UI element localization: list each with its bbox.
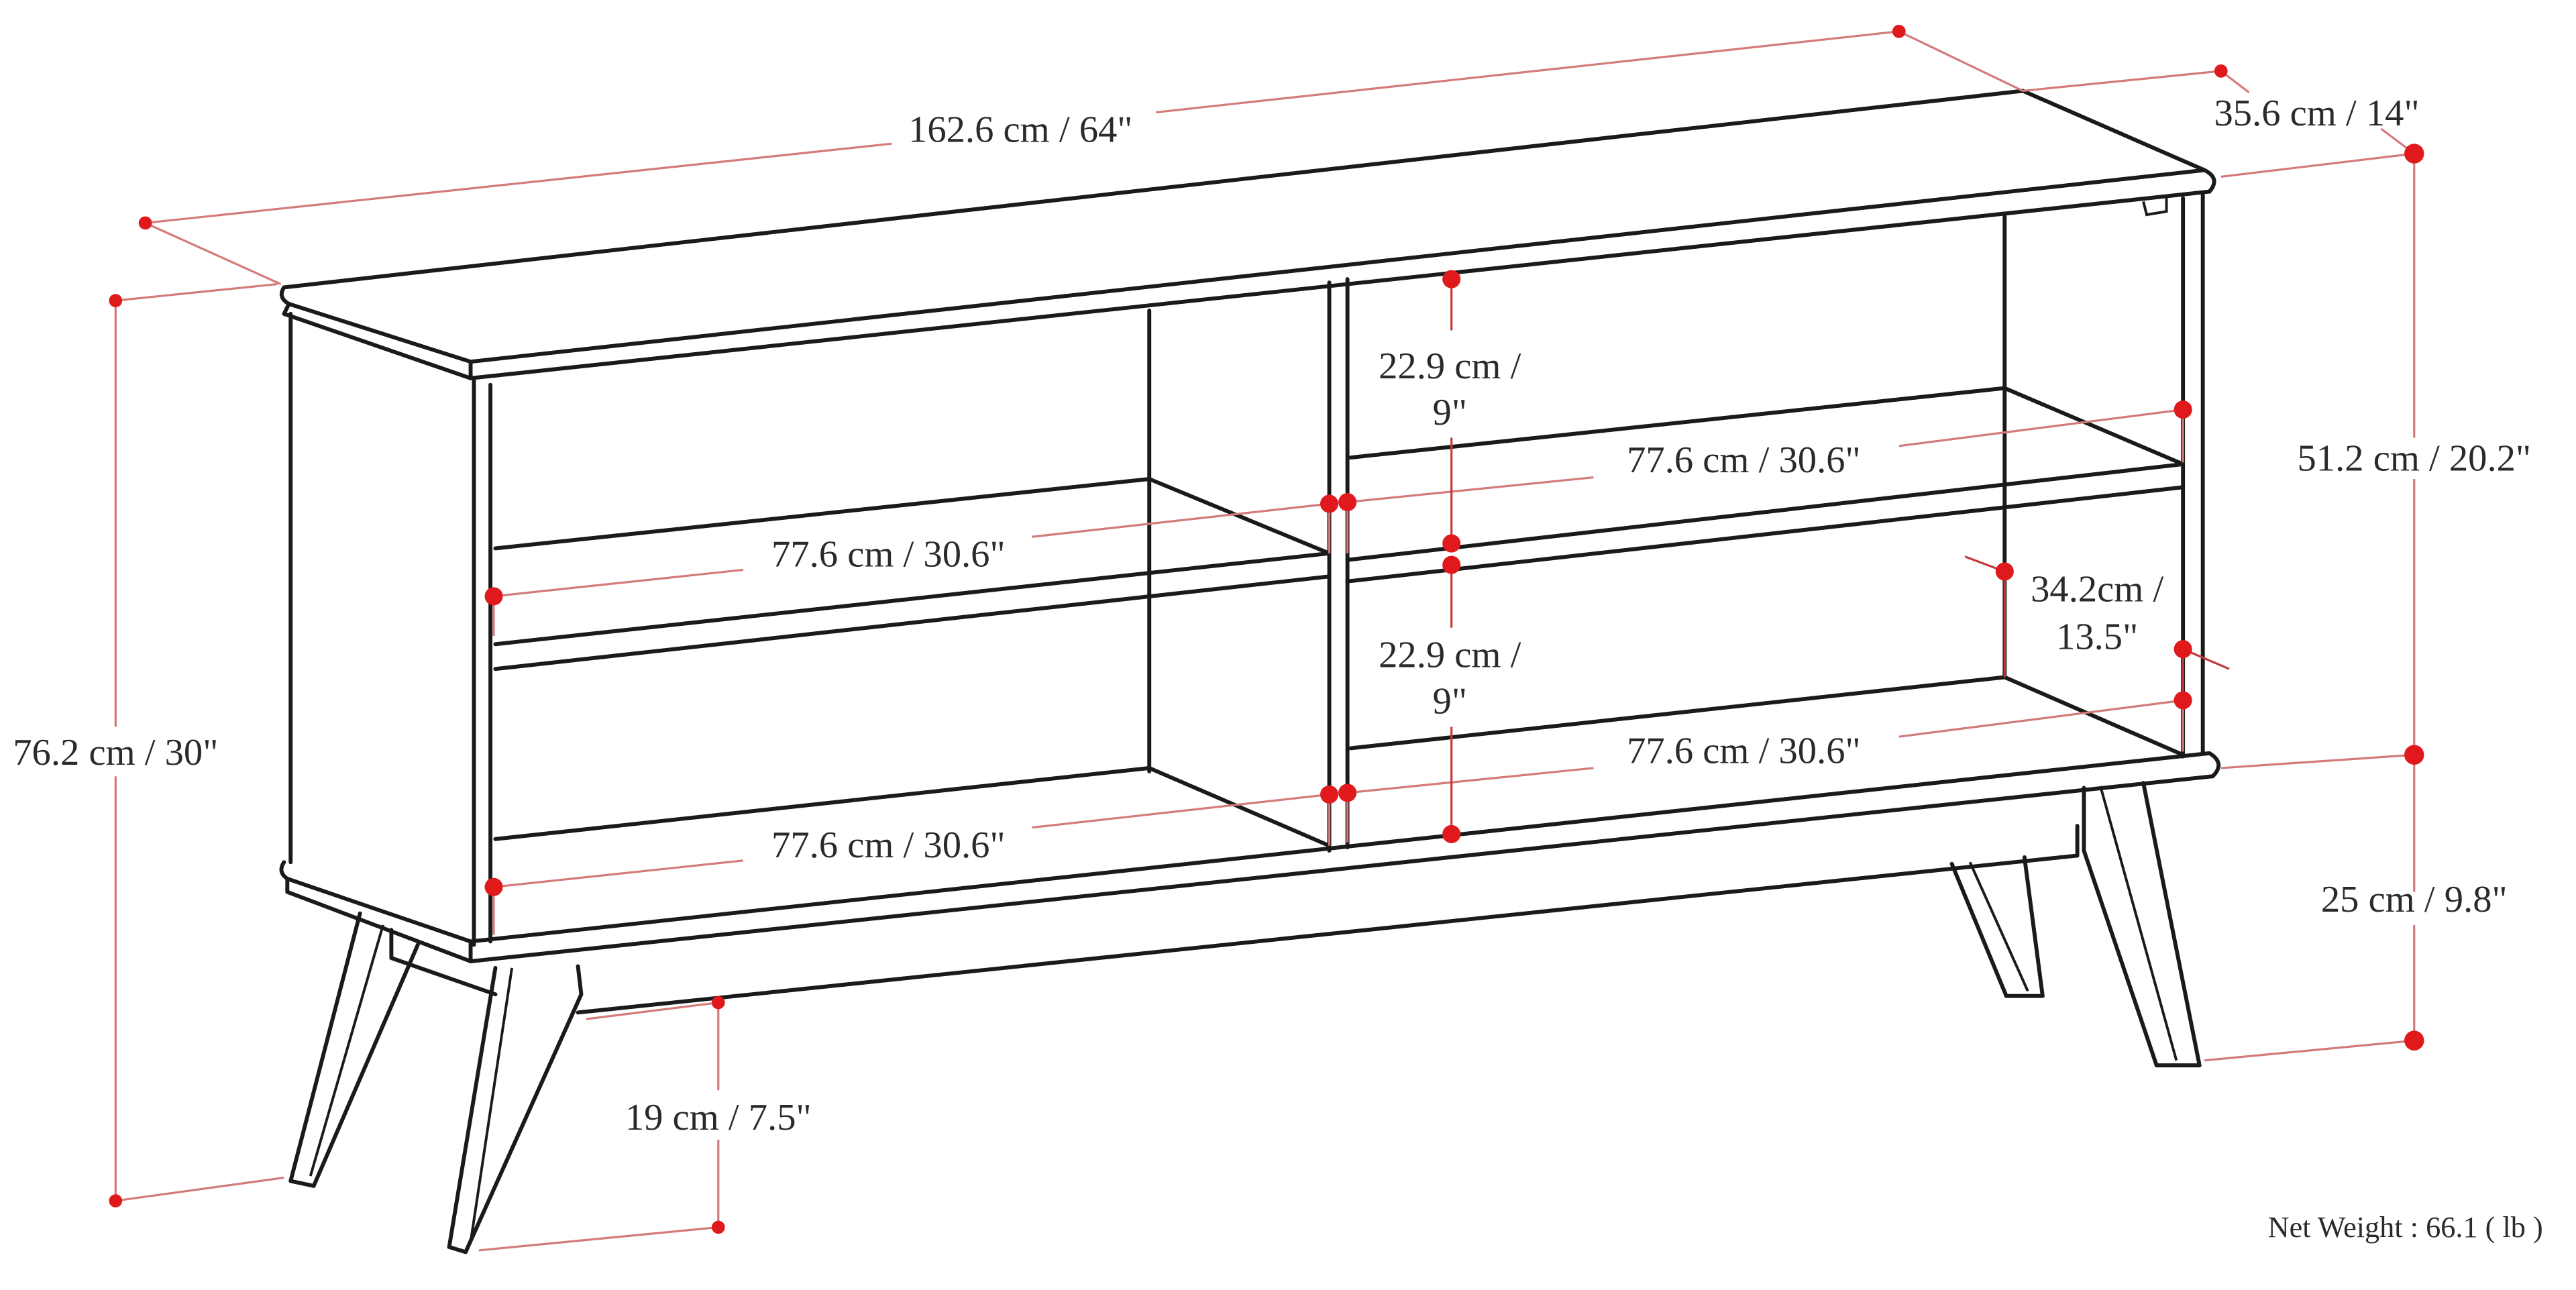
- dot: [484, 587, 503, 606]
- dot: [2404, 1030, 2424, 1051]
- top-slab-back-edge: [282, 89, 2025, 290]
- dot: [2214, 64, 2228, 78]
- top-slab-front-top-edge: [279, 168, 2216, 364]
- dot: [1320, 785, 1339, 804]
- leg-front-right: [2082, 781, 2202, 1068]
- dot: [1442, 534, 1461, 553]
- overall-depth-label: 35.6 cm / 14": [2214, 93, 2419, 134]
- leg-back-left-edge: [309, 924, 384, 1177]
- cabinet-drawing: [279, 89, 2221, 1254]
- leg-back-left: [288, 911, 420, 1188]
- right-upper-shelf-front-bottom: [1345, 485, 2186, 584]
- shelf-width-label-upper-right: 77.6 cm / 30.6": [1627, 439, 1861, 481]
- dot: [1320, 494, 1339, 513]
- shelf-depth-label-line2: 13.5": [2056, 616, 2138, 658]
- depth-dimension-line: [1898, 30, 2415, 155]
- dot: [109, 294, 123, 307]
- dot: [1995, 562, 2014, 581]
- leg-front-left-edge: [469, 967, 514, 1242]
- leg-height-label: 25 cm / 9.8": [2321, 879, 2508, 920]
- shelf-width-line-lower-right: [1347, 699, 2184, 794]
- dimension-labels: 162.6 cm / 64" 35.6 cm / 14" 76.2 cm / 3…: [13, 93, 2543, 1244]
- leg-bottom-extension: [2204, 1039, 2414, 1062]
- shelf-width-label-upper-left: 77.6 cm / 30.6": [771, 534, 1006, 576]
- leg-front-right-edge: [2099, 786, 2178, 1061]
- dot: [1442, 270, 1461, 288]
- top-slab-front-bottom-edge: [282, 189, 2212, 380]
- dot: [138, 216, 152, 230]
- depth-extension-right: [2220, 152, 2414, 178]
- left-upper-shelf-front-bottom: [493, 574, 1332, 671]
- width-extension-left: [144, 221, 282, 285]
- base-front-top: [279, 751, 2221, 944]
- left-bottom-shelf-back: [493, 765, 1332, 848]
- dot: [1338, 784, 1357, 802]
- base-front-bottom: [285, 774, 2215, 963]
- lower-compartment-height-label-line1: 22.9 cm /: [1379, 635, 1521, 676]
- height-extension-bottom: [115, 1176, 284, 1202]
- dot: [1442, 555, 1461, 574]
- shelf-width-label-lower-right: 77.6 cm / 30.6": [1627, 731, 1861, 772]
- dot: [711, 1220, 725, 1234]
- shelf-width-line-upper-right: [1347, 409, 2184, 504]
- dot: [2174, 400, 2192, 419]
- leg-back-right-edge: [1968, 861, 2029, 992]
- left-upper-shelf-front-top: [493, 551, 1332, 647]
- shelf-vertical-ticks: [492, 409, 2184, 935]
- leg-clearance-label: 19 cm / 7.5": [625, 1097, 812, 1138]
- overall-height-label: 76.2 cm / 30": [13, 732, 218, 773]
- top-slab-right-back-edge: [2021, 89, 2207, 172]
- shelf-width-line-lower-left: [493, 793, 1330, 888]
- right-upper-shelf-front-top: [1345, 462, 2186, 562]
- body-height-label: 51.2 cm / 20.2": [2297, 438, 2531, 480]
- right-back-bracket: [2142, 198, 2168, 217]
- leg-clearance-bottom-extension: [478, 1226, 718, 1252]
- shelf-width-label-lower-left: 77.6 cm / 30.6": [771, 824, 1006, 866]
- dot: [1442, 824, 1461, 843]
- height-extension-top: [115, 282, 278, 302]
- dot: [2404, 745, 2424, 765]
- dot: [484, 877, 503, 896]
- lower-compartment-height-label-line2: 9": [1433, 681, 1467, 722]
- apron-front-bottom: [576, 853, 2080, 1015]
- body-bottom-extension: [2220, 753, 2414, 769]
- dot: [2174, 691, 2192, 710]
- upper-compartment-height-label-line1: 22.9 cm /: [1379, 345, 1521, 387]
- leg-front-left: [447, 964, 584, 1254]
- apron-left-end: [389, 928, 498, 997]
- overall-width-label: 162.6 cm / 64": [908, 109, 1132, 151]
- net-weight-label: Net Weight : 66.1 ( lb ): [2268, 1211, 2543, 1244]
- shelf-width-line-upper-left: [493, 502, 1330, 598]
- dimension-dots: [109, 24, 2424, 1234]
- shelf-depth-label-line1: 34.2cm /: [2031, 568, 2163, 610]
- width-dimension-line: [145, 30, 1899, 224]
- dimension-lines: [114, 30, 2416, 1252]
- upper-compartment-height-label-line2: 9": [1433, 392, 1467, 433]
- dot: [109, 1194, 123, 1207]
- right-upper-shelf-back: [1348, 386, 2186, 466]
- dot: [711, 996, 725, 1010]
- left-upper-shelf-back: [493, 477, 1332, 555]
- dot: [2404, 144, 2424, 164]
- dot: [2174, 640, 2192, 659]
- dot: [1892, 24, 1906, 38]
- leg-clearance-top-extension: [586, 1001, 718, 1020]
- dot: [1338, 492, 1357, 512]
- leg-back-right: [1949, 855, 2045, 998]
